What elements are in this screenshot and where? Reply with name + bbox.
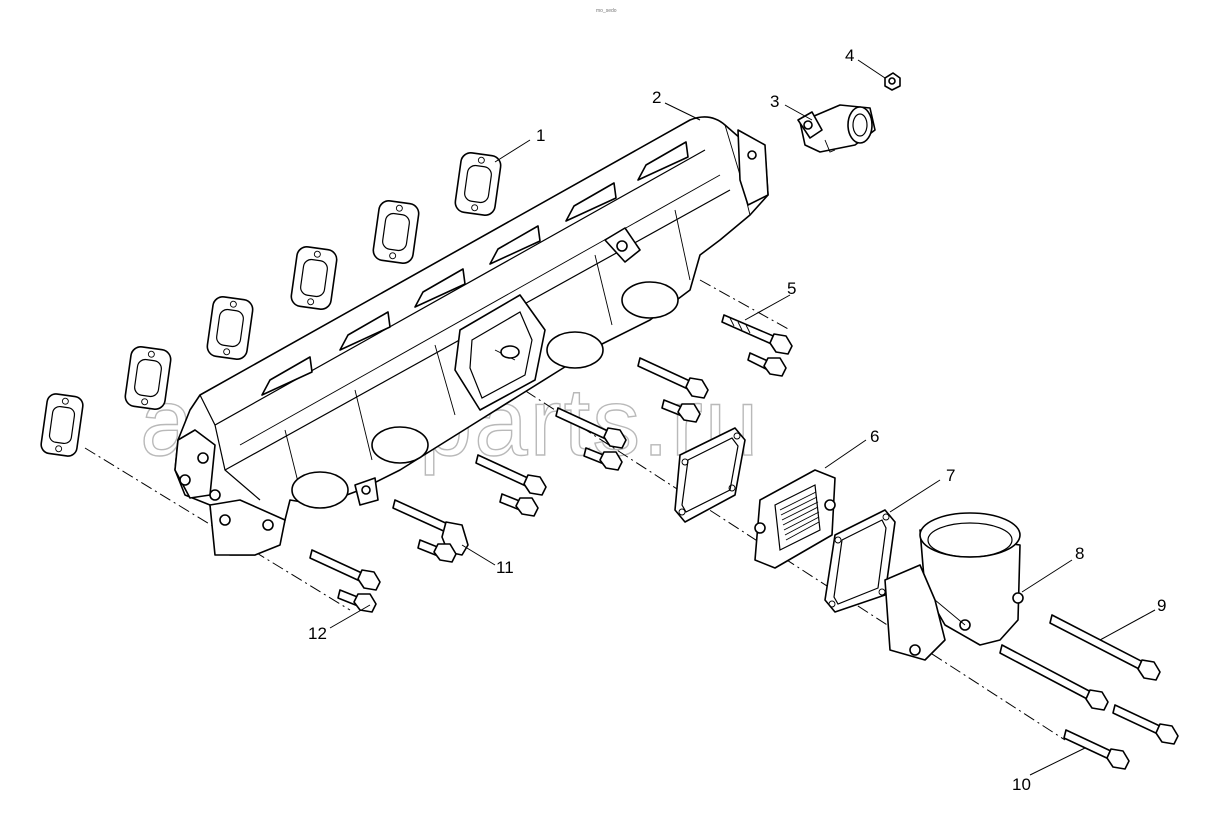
heater-block	[754, 469, 836, 569]
callout-10: 10	[1012, 775, 1031, 794]
header-tiny-text: mo_sedo	[596, 8, 617, 14]
long-bolts	[999, 614, 1179, 770]
callout-1: 1	[536, 126, 545, 145]
small-bolt	[884, 72, 901, 91]
stud-and-spacer	[392, 499, 469, 563]
lower-left-bolts	[309, 549, 381, 613]
intake-manifold	[174, 116, 769, 556]
callout-12: 12	[308, 624, 327, 643]
callout-6: 6	[870, 427, 879, 446]
callout-9: 9	[1157, 596, 1166, 615]
callout-2: 2	[652, 88, 661, 107]
callout-3: 3	[770, 92, 779, 111]
sensor	[797, 104, 876, 153]
heater-gasket	[824, 509, 896, 613]
callout-11: 11	[496, 558, 514, 577]
callouts: 1 2 3 4 5 6 7 8 9 10 11 12	[308, 46, 1166, 794]
callout-7: 7	[946, 466, 955, 485]
inlet-elbow	[884, 512, 1024, 661]
leader-lines	[329, 59, 1156, 776]
square-gasket	[674, 427, 746, 523]
callout-4: 4	[845, 46, 854, 65]
callout-5: 5	[787, 279, 796, 298]
gasket-set	[40, 152, 502, 457]
callout-8: 8	[1075, 544, 1084, 563]
mid-bolts	[475, 357, 709, 517]
bolt-with-nut	[721, 314, 793, 377]
